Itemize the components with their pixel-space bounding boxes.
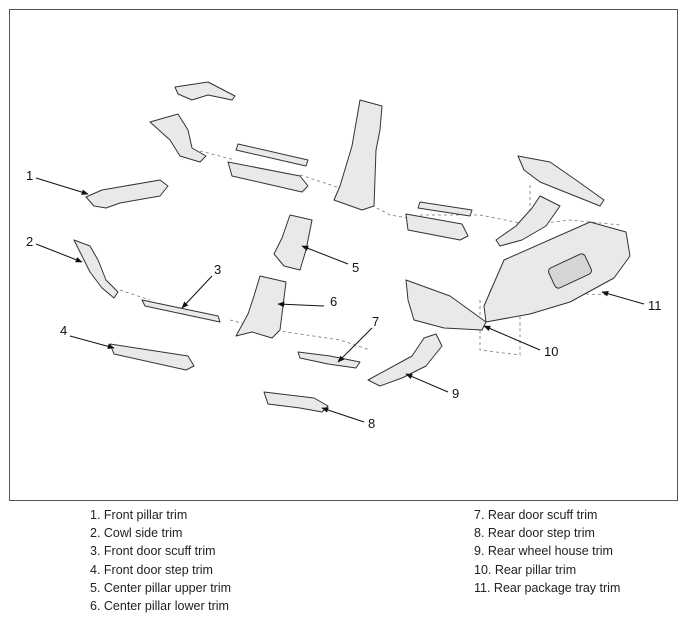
upper-pillar-garnish-part [174, 81, 236, 101]
package-tray-speaker-cutout [548, 253, 592, 289]
front-door-scuff-trim-part [141, 299, 221, 323]
cowl-side-trim-part [73, 239, 119, 299]
callout-5: 5 [352, 260, 359, 275]
legend-item-1: 1. Front pillar trim [90, 508, 188, 522]
callout-10: 10 [544, 344, 558, 359]
front-door-step-trim-part [109, 343, 195, 371]
diagram-frame: 1 2 3 4 5 6 7 8 9 10 11 [9, 9, 678, 501]
rear-upper-scuff-part [417, 201, 473, 217]
legend-item-4: 4. Front door step trim [90, 562, 213, 577]
callout-8: 8 [368, 416, 375, 431]
rear-quarter-lower-part [495, 195, 561, 247]
rear-quarter-upper-part [517, 155, 605, 207]
callout-7: 7 [372, 314, 379, 329]
rear-upper-step-part [405, 213, 469, 241]
legend-item-10: 10. Rear pillar trim [474, 562, 577, 577]
center-pillar-tall-part [333, 99, 383, 211]
callout-9: 9 [452, 386, 459, 401]
legend-item-11: 11. Rear package tray trim [474, 580, 621, 595]
rear-door-scuff-trim-part [297, 351, 361, 369]
leader-arrows [35, 177, 645, 423]
legend-item-3: 3. Front door scuff trim [90, 544, 216, 559]
center-pillar-lower-trim-part [235, 275, 287, 339]
a-pillar-lower-part [149, 113, 207, 163]
legend-item-9: 9. Rear wheel house trim [474, 544, 613, 559]
front-upper-scuff-part [235, 143, 309, 167]
rear-wheel-house-trim-part [367, 333, 443, 387]
legend-right-column: 7. Rear door scuff trim 8. Rear door ste… [474, 506, 620, 597]
legend-item-7: 7. Rear door scuff trim [474, 508, 598, 522]
legend-item-6: 6. Center pillar lower trim [90, 599, 229, 614]
exploded-parts-diagram: 1 2 3 4 5 6 7 8 9 10 11 [26, 81, 662, 431]
callout-3: 3 [214, 262, 221, 277]
callout-1: 1 [26, 168, 33, 183]
legend-item-5: 5. Center pillar upper trim [90, 580, 232, 595]
legend-left-column: 1. Front pillar trim 2. Cowl side trim 3… [90, 506, 231, 615]
rear-pillar-trim-part [405, 279, 487, 331]
callout-11: 11 [648, 298, 662, 313]
rear-door-step-trim-part [263, 391, 329, 413]
center-pillar-upper-trim-part [273, 214, 313, 271]
front-pillar-trim-part [85, 179, 169, 209]
callout-2: 2 [26, 234, 33, 249]
legend-item-8: 8. Rear door step trim [474, 526, 595, 541]
callout-4: 4 [60, 323, 67, 338]
legend-item-2: 2. Cowl side trim [90, 526, 183, 541]
front-upper-step-part [227, 161, 309, 193]
callout-6: 6 [330, 294, 337, 309]
